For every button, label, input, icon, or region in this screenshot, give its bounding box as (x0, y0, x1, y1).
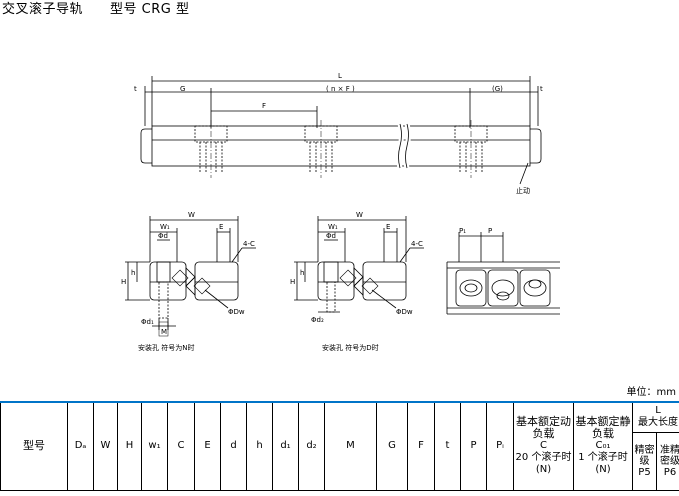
grade-p6-code: P6 (663, 466, 677, 478)
header-H: H (117, 401, 142, 491)
rail-technical-drawing: t G L ( n × F ) (G) t F 止动 W W₁ Φd E 4-C… (121, 72, 560, 352)
label-d1-left: Φd₁ (141, 318, 154, 326)
label-H-mid: H (290, 278, 295, 286)
label-t-right: t (540, 85, 543, 93)
header-d: d (220, 401, 247, 491)
label-C-left: 4-C (243, 240, 255, 248)
dynamic-load-condition: 20 个滚子时 (515, 452, 572, 464)
header-d2: d₂ (298, 401, 325, 491)
label-P1: P₁ (459, 227, 466, 235)
label-h-mid: h (300, 269, 304, 277)
header-grade-p5: 精密级 P5 (632, 431, 657, 491)
page-title: 交叉滚子导轨 型号 CRG 型 (2, 2, 190, 17)
header-P: P (460, 401, 487, 491)
dynamic-load-symbol: C (540, 440, 547, 452)
label-stopper: 止动 (516, 186, 530, 195)
grade-p6-name: 准精密级 (660, 444, 679, 467)
label-t-left: t (134, 85, 137, 93)
header-model: 型号 (0, 401, 68, 491)
label-G: G (180, 85, 185, 93)
static-load-unit: (N) (595, 464, 611, 476)
grade-p5-code: P5 (638, 466, 651, 478)
header-grade-p6: 准精密级 P6 (656, 431, 679, 491)
header-dynamic-load: 基本额定动负载 C 20 个滚子时 (N) (513, 401, 574, 491)
header-max-length: L 最大长度 (632, 401, 679, 433)
label-W-left: W (188, 211, 195, 219)
dynamic-load-title: 基本额定动负载 (516, 415, 571, 441)
label-M-left: M (161, 328, 167, 336)
grade-p5-name: 精密级 (634, 444, 655, 467)
dynamic-load-unit: (N) (535, 464, 552, 476)
header-P1: Pᵢ (486, 401, 514, 491)
label-d-left: Φd (158, 232, 168, 240)
label-W1-left: W₁ (160, 223, 170, 231)
header-d1: d₁ (272, 401, 299, 491)
header-Dw: Dₐ (67, 401, 94, 491)
max-length-title: 最大长度 (638, 417, 678, 429)
header-static-load: 基本额定静负载 C₀₁ 1 个滚子时 (N) (573, 401, 633, 491)
note-install-D: 安装孔 符号为D时 (322, 343, 379, 352)
spec-table: 型号 Dₐ W H w₁ C E d h d₁ d₂ M G F t P Pᵢ … (0, 401, 679, 491)
label-d-mid: Φd (326, 232, 336, 240)
static-load-symbol: C₀₁ (595, 440, 611, 452)
label-Dw-left: ΦDw (228, 308, 245, 316)
max-length-symbol: L (655, 405, 661, 417)
header-G: G (376, 401, 408, 491)
header-F: F (407, 401, 435, 491)
label-F: F (262, 102, 266, 110)
label-H-left: H (121, 278, 126, 286)
label-W-mid: W (356, 211, 363, 219)
note-install-N: 安装孔 符号为N时 (138, 343, 194, 352)
label-Dw-mid: ΦDw (396, 308, 413, 316)
label-h-left: h (131, 269, 135, 277)
unit-label: 单位：mm (626, 387, 676, 398)
header-t: t (434, 401, 461, 491)
header-W1: w₁ (141, 401, 168, 491)
header-C: C (167, 401, 195, 491)
header-h: h (246, 401, 273, 491)
label-G-paren: (G) (492, 85, 503, 93)
header-W: W (93, 401, 118, 491)
static-load-title: 基本额定静负载 (575, 415, 631, 441)
label-P: P (488, 227, 492, 235)
static-load-condition: 1 个滚子时 (578, 452, 628, 464)
label-W1-mid: W₁ (328, 223, 338, 231)
header-M: M (324, 401, 377, 491)
label-nF: ( n × F ) (326, 85, 355, 93)
header-E: E (194, 401, 221, 491)
label-E-left: E (219, 223, 223, 231)
label-E-mid: E (386, 223, 390, 231)
label-d2-mid: Φd₂ (311, 316, 324, 324)
label-L: L (338, 72, 342, 80)
label-C-mid: 4-C (411, 240, 423, 248)
